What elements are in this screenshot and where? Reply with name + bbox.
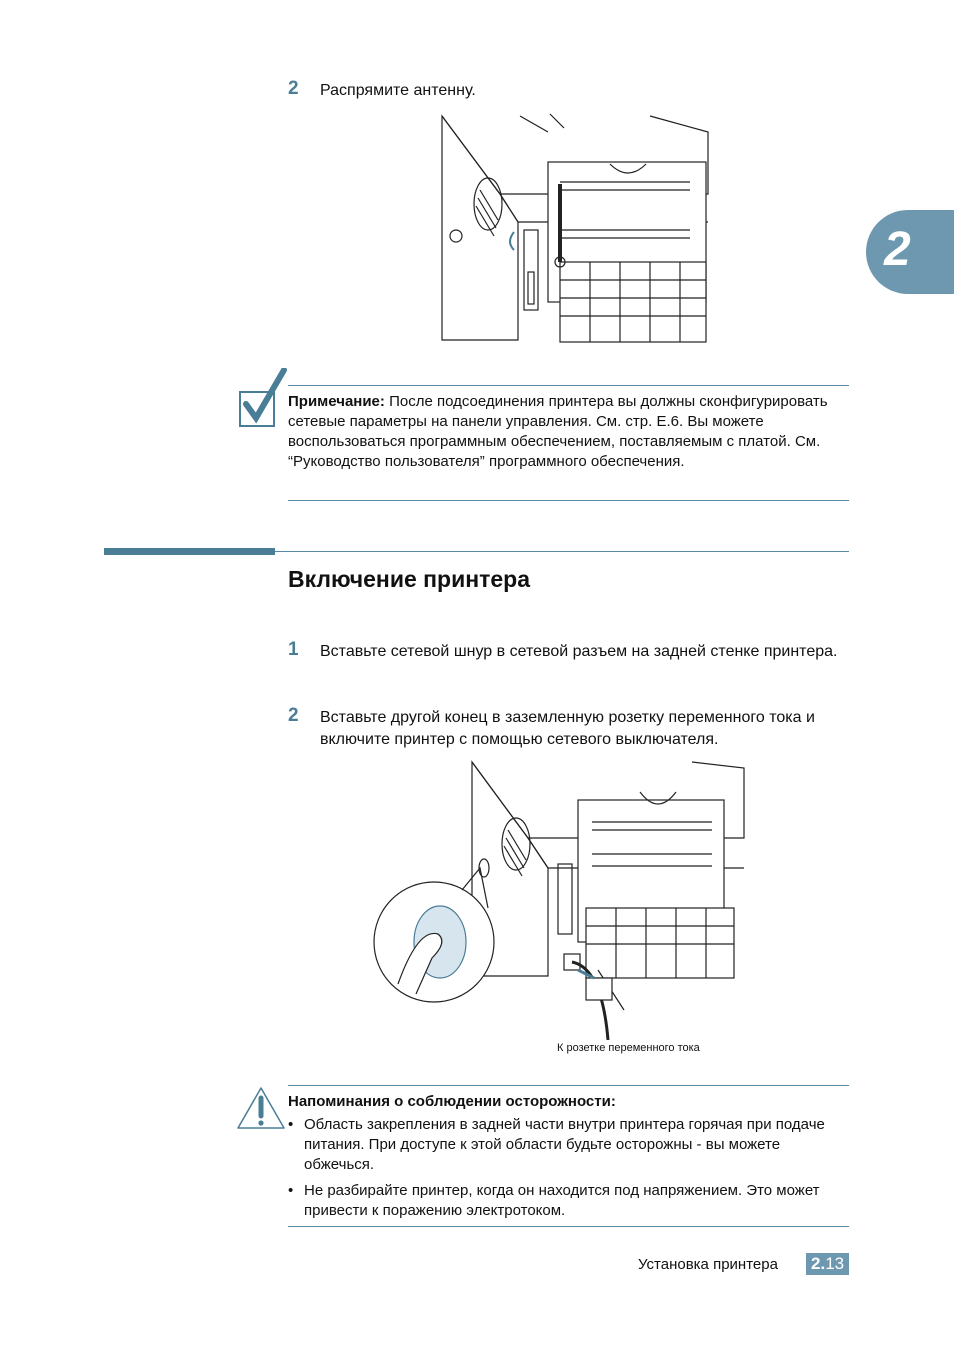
caution-title: Напоминания о соблюдении осторожности: — [288, 1093, 616, 1110]
caution-list: Область закрепления в задней части внутр… — [288, 1115, 848, 1227]
note-label: Примечание: — [288, 393, 385, 410]
step-text: Вставьте другой конец в заземленную розе… — [320, 709, 815, 748]
caution-top-rule — [288, 1085, 849, 1086]
note-text: После подсоединения принтера вы должны с… — [288, 393, 828, 470]
step-text: Вставьте сетевой шнур в сетевой разъем н… — [320, 643, 838, 660]
checkmark-icon — [238, 368, 288, 430]
section-title: Включение принтера — [288, 566, 531, 592]
printer-power-illustration — [372, 758, 748, 1040]
caution-item: Область закрепления в задней части внутр… — [288, 1115, 848, 1175]
note-top-rule — [288, 385, 849, 386]
chapter-tab: 2 — [866, 210, 954, 294]
warning-icon — [236, 1086, 286, 1130]
note-bottom-rule — [288, 500, 849, 501]
step-text: Распрямите антенну. — [320, 82, 476, 99]
footer-chapter: 2. — [811, 1254, 826, 1273]
footer-page: 13 — [825, 1254, 845, 1273]
step-number: 1 — [288, 639, 299, 660]
step-number: 2 — [288, 705, 299, 726]
section-rule — [275, 551, 849, 552]
caution-bottom-rule — [288, 1226, 849, 1227]
section-bar — [104, 548, 275, 555]
printer-antenna-illustration — [440, 112, 712, 344]
note-block: Примечание: После подсоединения принтера… — [288, 392, 844, 472]
figure-caption: К розетке переменного тока — [557, 1042, 700, 1054]
footer-label: Установка принтера — [638, 1256, 778, 1273]
page-number-badge: 2.13 — [806, 1253, 850, 1275]
step-number: 2 — [288, 78, 299, 99]
caution-item: Не разбирайте принтер, когда он находитс… — [288, 1181, 848, 1221]
chapter-number: 2 — [884, 223, 911, 276]
